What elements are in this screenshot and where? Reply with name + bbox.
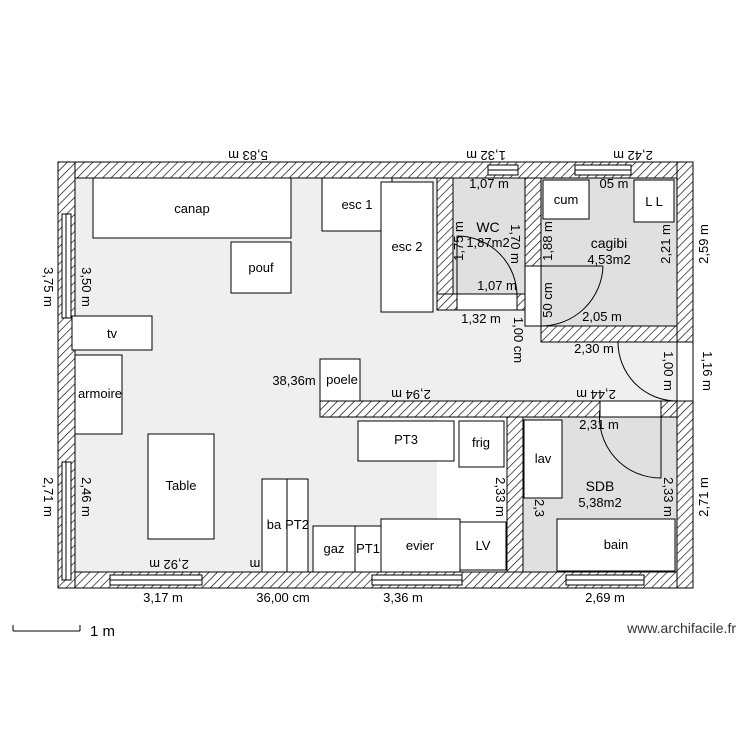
furniture-lv: [459, 521, 507, 571]
wall-cagibi-bottom: [540, 325, 678, 343]
furniture-tv: [71, 315, 153, 351]
furniture-esc1: [321, 177, 393, 232]
dim-left-lower: 2,71 m: [41, 477, 56, 517]
furniture-lav: [523, 419, 563, 499]
dim-wc-bottom-inner: 1,07 m: [477, 278, 517, 293]
furniture-gaz: [312, 525, 356, 573]
door-wc-opening: [456, 293, 518, 311]
furniture-pt3: [357, 420, 455, 462]
scale-label: 1 m: [90, 623, 115, 640]
dim-left-lower-inner: 2,46 m: [79, 477, 94, 517]
furniture-bain: [556, 518, 676, 572]
dim-top-wc: 1,32 m: [466, 148, 506, 163]
dim-cagibi-bottom-outer: 2,30 m: [574, 341, 614, 356]
label-poele: poele: [326, 372, 358, 387]
dim-cagibi-right-inner: 2,21 m: [658, 224, 673, 264]
scale-bar: [12, 625, 81, 632]
room-sdb-area: 5,38m2: [578, 495, 621, 510]
dim-kitchen-right: 2,33 m: [493, 477, 508, 517]
label-table: Table: [165, 478, 196, 493]
furniture-ba: [261, 478, 288, 573]
dim-cagibi-top-inner: 05 m: [600, 176, 629, 191]
label-total-area: 38,36m: [272, 373, 315, 388]
furniture-evier: [380, 518, 461, 573]
dim-right-upper: 2,59 m: [696, 224, 711, 264]
door-cagibi-opening: [524, 265, 542, 327]
furniture-pt2: [286, 478, 309, 573]
furniture-frig: [458, 420, 505, 468]
label-armoire: armoire: [78, 386, 122, 401]
dim-wc-right-inner: 1,70 m: [508, 224, 523, 264]
wc-floor: [453, 178, 525, 310]
dim-wc-left-inner: 1,75 m: [451, 221, 466, 261]
label-evier: evier: [406, 538, 435, 553]
label-lv: LV: [476, 538, 491, 553]
furniture-ll: [633, 179, 675, 223]
dim-bottom-4: 2,69 m: [585, 590, 625, 605]
dim-top-cagibi: 2,42 m: [613, 148, 653, 163]
furniture-canap: [92, 177, 292, 239]
dim-partition-left: 2,94 m: [391, 387, 431, 402]
dim-cagibi-bottom-inner: 2,05 m: [582, 309, 622, 324]
label-pt3: PT3: [394, 432, 418, 447]
door-wc-swing: [456, 235, 518, 297]
room-wc-name: WC: [476, 219, 499, 235]
dim-bottom-3: 3,36 m: [383, 590, 423, 605]
furniture-poele: [319, 358, 361, 402]
label-gaz: gaz: [324, 541, 345, 556]
dim-left-upper: 3,75 m: [41, 267, 56, 307]
room-cagibi-name: cagibi: [591, 235, 628, 251]
label-esc1: esc 1: [341, 197, 372, 212]
label-pouf: pouf: [248, 260, 274, 275]
dim-right-lower: 2,71 m: [696, 477, 711, 517]
furniture-armoire: [74, 354, 123, 435]
furniture-cum: [542, 179, 590, 220]
label-cum: cum: [554, 192, 579, 207]
dim-wc-bottom-outer: 1,32 m: [461, 311, 501, 326]
dim-corridor-vertical: 1,00 cm: [511, 317, 526, 363]
label-esc2: esc 2: [391, 239, 422, 254]
door-sdb-opening: [599, 400, 662, 418]
dim-right-mid: 1,16 m: [700, 351, 715, 391]
label-lav: lav: [535, 451, 552, 466]
watermark: www.archifacile.fr: [626, 620, 736, 636]
dim-sdb-right-inner: 2,33 m: [661, 477, 676, 517]
label-canap: canap: [174, 201, 209, 216]
label-ll: L L: [645, 194, 663, 209]
label-pt1: PT1: [356, 541, 380, 556]
door-entry-swing: [617, 341, 678, 402]
dim-wc-width: 1,07 m: [469, 176, 509, 191]
room-wc-area: 1,87m2: [466, 235, 509, 250]
furniture-pt1: [354, 525, 382, 573]
dim-bottom-2: 36,00 cm: [256, 590, 309, 605]
furniture-pouf: [230, 241, 292, 294]
label-frig: frig: [472, 435, 490, 450]
label-bain: bain: [604, 537, 629, 552]
label-ba: ba: [267, 517, 282, 532]
dim-partition-right: 2,44 m: [576, 387, 616, 402]
dim-left-upper-inner: 3,50 m: [79, 267, 94, 307]
dim-top-left: 5,83 m: [228, 148, 268, 163]
dim-sdb-top-inner: 2,31 m: [579, 417, 619, 432]
dim-bottom-inner-left: 2,92 m: [149, 557, 189, 572]
dim-cagibi-left-lower: 50 cm: [540, 282, 555, 317]
wall-partition: [319, 400, 678, 418]
room-sdb-name: SDB: [586, 478, 615, 494]
wall-sdb-left: [506, 416, 524, 573]
dim-right-mid-inner: 1,00 m: [661, 351, 676, 391]
door-sdb-swing: [599, 408, 662, 479]
label-tv: tv: [107, 326, 118, 341]
room-cagibi-area: 4,53m2: [587, 252, 630, 267]
dim-bottom-inner-cut: m: [250, 557, 261, 572]
door-cagibi-swing: [540, 265, 604, 327]
label-pt2: PT2: [285, 517, 309, 532]
dim-bottom-1: 3,17 m: [143, 590, 183, 605]
furniture-table: [147, 433, 215, 540]
door-entry-opening: [676, 341, 694, 402]
furniture-esc2: [380, 181, 434, 313]
dim-sdb-left: 2,3: [532, 499, 547, 517]
dim-cagibi-left-inner: 1,88 m: [540, 221, 555, 261]
